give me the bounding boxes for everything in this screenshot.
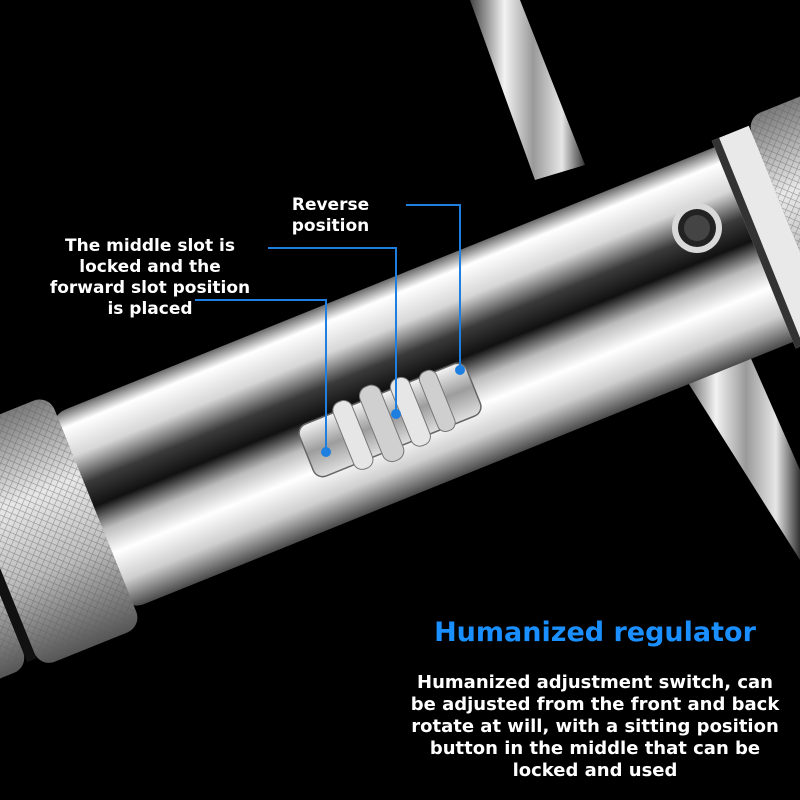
callout-reverse-position: Reverse position <box>291 195 370 236</box>
knurled-chuck <box>0 399 138 700</box>
adjustment-switch <box>298 362 482 478</box>
t-bar-upper <box>470 0 585 180</box>
t-bar-lower <box>680 345 800 560</box>
description-text: Humanized adjustment switch, can be adju… <box>410 672 780 781</box>
callout-dots <box>321 365 465 457</box>
body-hole <box>672 203 722 253</box>
wrench-body <box>52 81 800 606</box>
callout-leaders <box>195 204 461 452</box>
headline: Humanized regulator <box>434 617 756 648</box>
callout-middle-slot: The middle slot is locked and the forwar… <box>49 236 251 319</box>
